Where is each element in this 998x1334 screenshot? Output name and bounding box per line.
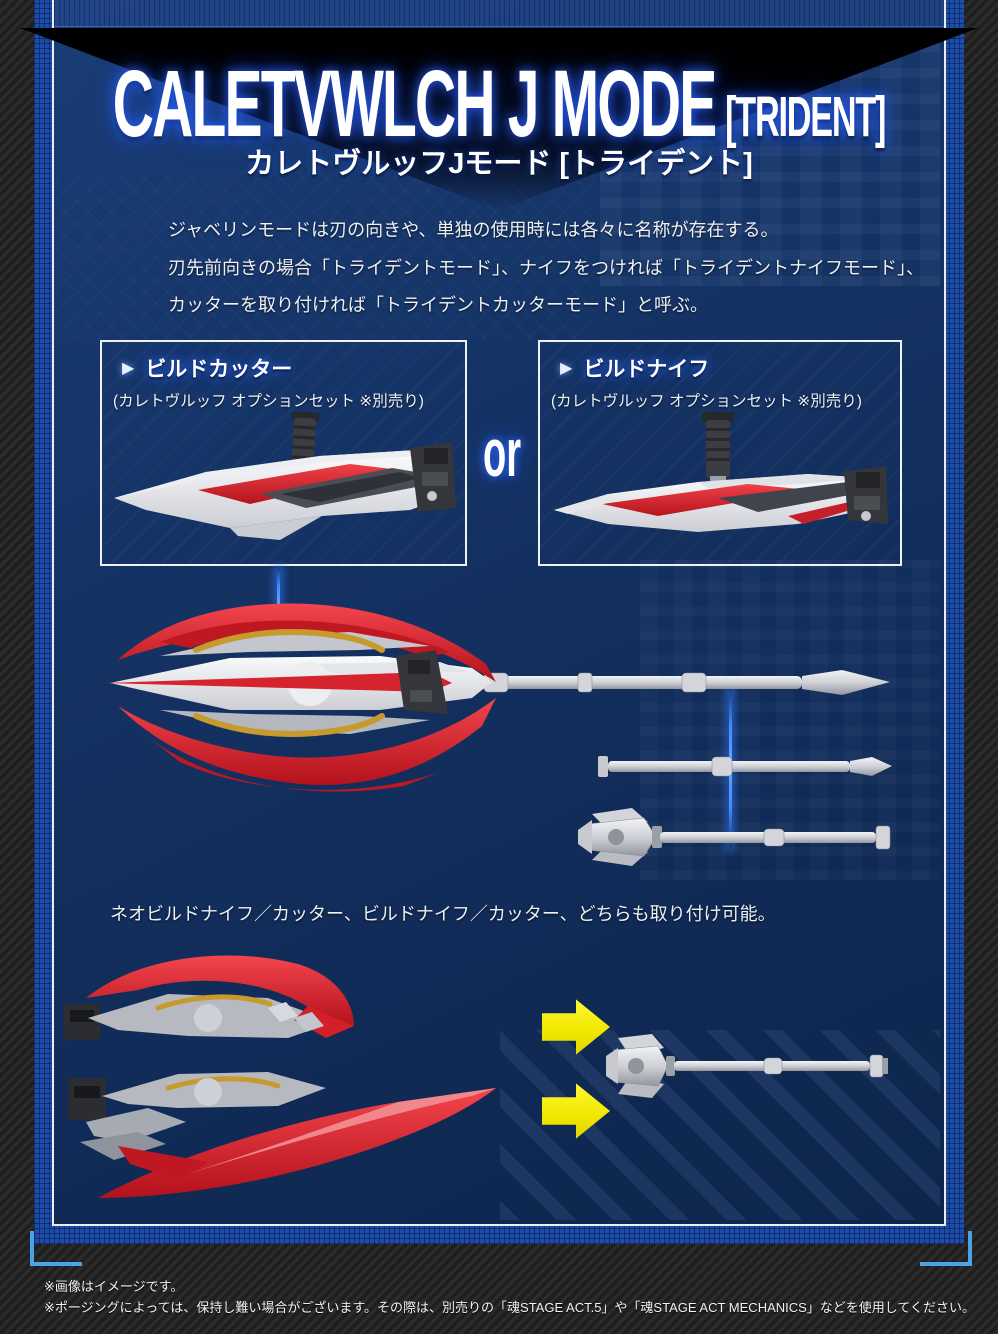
top-strip — [54, 0, 944, 27]
intro-paragraph: ジャベリンモードは刃の向きや、単独の使用時には各々に名称が存在する。 刃先前向き… — [168, 212, 924, 325]
option-box-build-cutter: ▶ ビルドカッター (カレトヴルッフ オプションセット ※別売り) — [100, 340, 467, 566]
attach-rod-photo — [606, 1034, 888, 1098]
play-triangle-icon: ▶ — [122, 360, 135, 377]
title-suffix: [TRIDENT] — [725, 85, 886, 149]
page-subtitle-japanese: カレトヴルッフJモード [トライデント] — [245, 148, 753, 180]
footer-line: ※画像はイメージです。 — [44, 1279, 184, 1294]
option-box-build-knife: ▶ ビルドナイフ (カレトヴルッフ オプションセット ※別売り) — [538, 340, 902, 566]
attach-note: ネオビルドナイフ／カッター、ビルドナイフ／カッター、どちらも取り付け可能。 — [110, 904, 776, 924]
option-label: ▶ ビルドナイフ — [560, 353, 709, 383]
build-cutter-photo — [114, 412, 456, 540]
intro-line: ジャベリンモードは刃の向きや、単独の使用時には各々に名称が存在する。 — [168, 220, 779, 240]
intro-line: 刃先前向きの場合「トライデントモード」、ナイフをつければ「トライデントナイフモー… — [168, 257, 924, 278]
footer-line: ※ポージングによっては、保持し難い場合がございます。その際は、別売りの「魂STA… — [44, 1300, 976, 1315]
footer-disclaimer: ※画像はイメージです。 ※ポージングによっては、保持し難い場合がございます。その… — [44, 1276, 992, 1318]
neo-build-blades-photo — [64, 955, 496, 1198]
corner-bracket-bottom-right — [920, 1231, 972, 1266]
play-triangle-icon: ▶ — [560, 360, 573, 377]
corner-bracket-bottom-left — [30, 1231, 82, 1266]
option-label-text: ビルドナイフ — [583, 358, 710, 381]
or-label: or — [482, 415, 522, 491]
trident-assembled-photo — [104, 603, 892, 866]
option-label: ▶ ビルドカッター — [122, 353, 292, 383]
page-title: CALETVWLCH J MODE [TRIDENT] — [113, 50, 887, 157]
option-note: (カレトヴルッフ オプションセット ※別売り) — [551, 393, 862, 410]
option-label-text: ビルドカッター — [145, 358, 293, 381]
build-knife-photo — [554, 412, 888, 532]
title-english: CALETVWLCH J MODE — [112, 51, 718, 157]
option-note: (カレトヴルッフ オプションセット ※別売り) — [113, 393, 424, 410]
intro-line: カッターを取り付ければ「トライデントカッターモード」と呼ぶ。 — [168, 295, 708, 315]
